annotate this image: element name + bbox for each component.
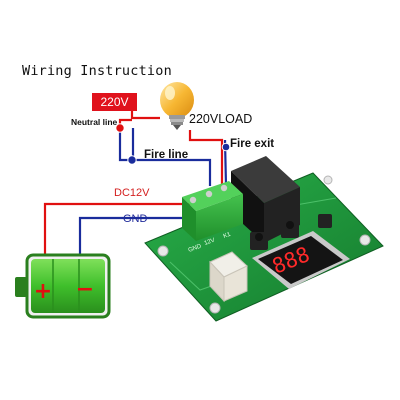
terminal-block-icon [182,181,243,241]
fire-exit-junction-dot [221,142,231,152]
diagram-title: Wiring Instruction [22,63,172,79]
push-buttons [250,214,332,250]
silk-12v: 12V [204,238,216,247]
fire-exit-label: Fire exit [230,138,275,150]
battery-icon [15,253,111,319]
gnd-label: GND [123,213,148,225]
silk-gnd: GND [188,243,203,253]
fire-line-label: Fire line [144,149,189,161]
battery-minus-sign: − [76,277,94,302]
neutral-line-label: Neutral line [71,117,118,127]
silk-k1: K1 [223,232,233,240]
fire-junction-dot [127,155,137,165]
jst-connector [209,251,248,303]
load-label: 220VLOAD [189,112,253,126]
battery-plus-sign: + [34,279,52,304]
neutral-junction-dot [115,123,125,133]
led-display-icon [252,231,350,289]
supply-220v-box: 220V [92,93,137,111]
supply-220v-label: 220V [100,95,129,109]
bulb-icon [160,82,194,130]
dc12v-label: DC12V [114,187,150,199]
